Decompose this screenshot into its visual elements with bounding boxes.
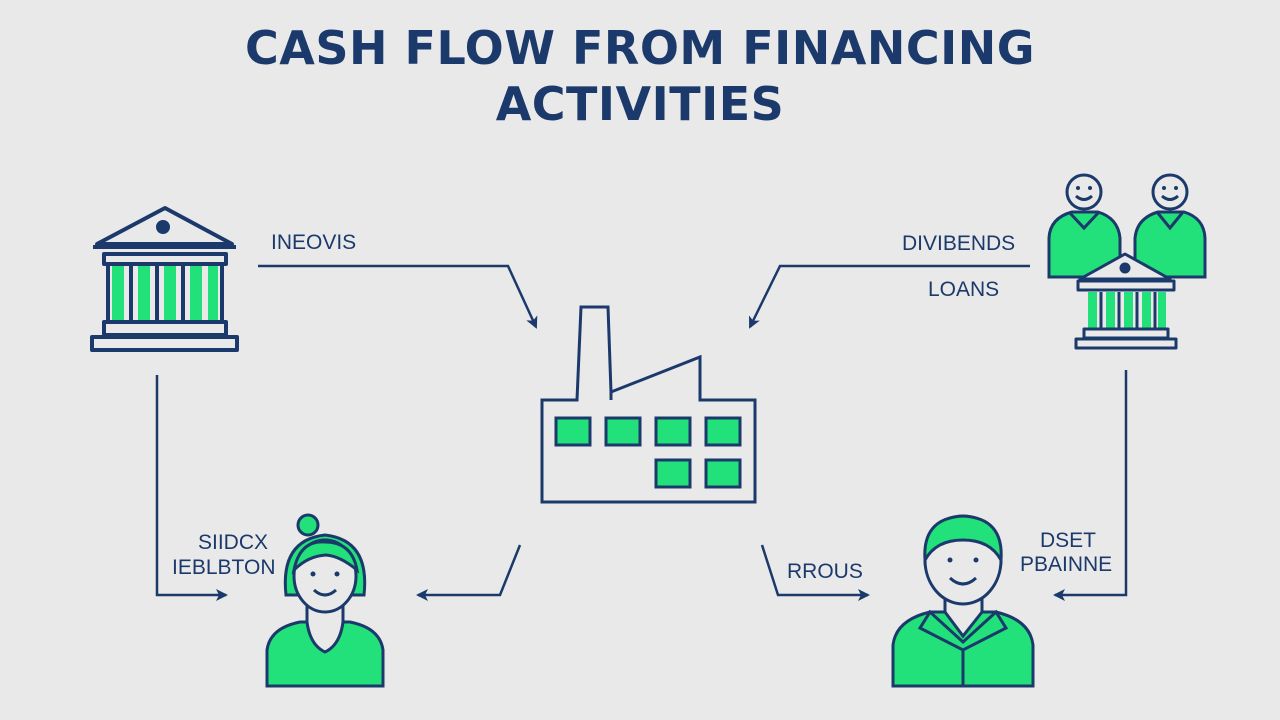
label-bottom-left-1: SIIDCX <box>198 531 269 554</box>
arrow-top-right-to-factory <box>748 264 1030 329</box>
label-bottom-mid: RROUS <box>787 560 863 583</box>
bank-icon <box>90 206 239 352</box>
label-bottom-right-1: DSET <box>1040 529 1097 552</box>
arrow-small-bank-to-man <box>1053 370 1128 601</box>
page-title-line-2: ACTIVITIES <box>495 77 785 131</box>
label-dividends: DIVIBENDS <box>902 232 1016 255</box>
label-top-left: INEOVIS <box>271 231 357 254</box>
woman-investor-icon <box>265 513 385 688</box>
flow-arrows <box>155 264 1128 601</box>
label-bottom-right-2: PBAINNE <box>1020 553 1113 576</box>
arrow-bank-to-woman <box>155 375 228 601</box>
page-title-line-1: CASH FLOW FROM FINANCING <box>245 21 1035 75</box>
arrow-factory-to-man <box>760 544 870 601</box>
label-bottom-left-2: IEBLBTON <box>172 556 276 579</box>
shareholders-icon <box>1047 173 1207 279</box>
arrow-factory-to-woman <box>416 544 522 601</box>
label-loans: LOANS <box>928 278 1000 301</box>
small-bank-icon <box>1074 252 1178 350</box>
arrow-top-left-to-factory <box>258 264 538 329</box>
man-investor-icon <box>891 514 1035 688</box>
factory-icon <box>540 305 757 504</box>
